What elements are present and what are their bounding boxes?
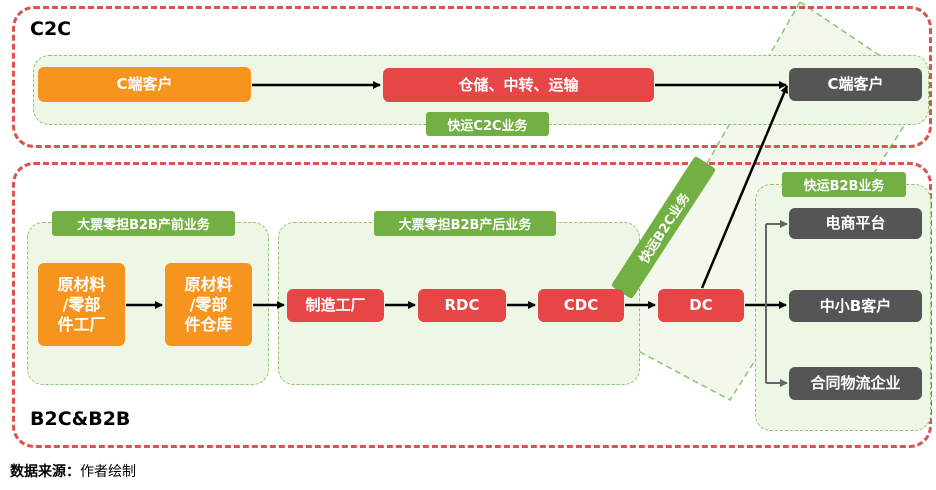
raw-material-warehouse-line-3: 件仓库: [184, 314, 233, 334]
c2c-logistics: 仓储、中转、运输: [383, 68, 654, 102]
raw-material-warehouse-line-1: 原材料: [184, 274, 233, 294]
raw-material-factory-line-1: 原材料: [57, 274, 106, 294]
destination-contract-logistics: 合同物流企业: [789, 367, 922, 400]
c2c-business-tag: 快运C2C业务: [426, 112, 549, 136]
b2c-b2b-section-label: B2C&B2B: [30, 408, 131, 430]
b2b-business-tag: 快运B2B业务: [782, 172, 906, 197]
manufacturing-plant: 制造工厂: [287, 289, 384, 322]
post-production-tag: 大票零担B2B产后业务: [374, 211, 556, 236]
pre-production-tag: 大票零担B2B产前业务: [52, 211, 235, 236]
destination-ecommerce-platform: 电商平台: [789, 208, 922, 239]
source-caption-value: 作者绘制: [80, 464, 136, 480]
source-caption-label: 数据来源：: [10, 464, 80, 480]
raw-material-factory-line-3: 件工厂: [57, 314, 106, 334]
arrow-dc-to-c-customer: [700, 85, 789, 289]
raw-material-warehouse-line-2: /零部: [189, 294, 228, 314]
rdc-node: RDC: [418, 289, 506, 322]
c2c-customer-destination: C端客户: [789, 68, 922, 101]
destination-smb-customer: 中小B客户: [789, 290, 922, 322]
c2c-region: [12, 6, 932, 148]
c2c-section-label: C2C: [30, 18, 72, 40]
dc-node: DC: [658, 289, 744, 322]
c2c-customer-source: C端客户: [38, 67, 251, 102]
source-caption: 数据来源：作者绘制: [10, 461, 136, 481]
cdc-node: CDC: [538, 289, 624, 322]
raw-material-factory-line-2: /零部: [62, 294, 101, 314]
raw-material-factory: 原材料 /零部 件工厂: [38, 263, 125, 346]
raw-material-warehouse: 原材料 /零部 件仓库: [165, 263, 252, 346]
